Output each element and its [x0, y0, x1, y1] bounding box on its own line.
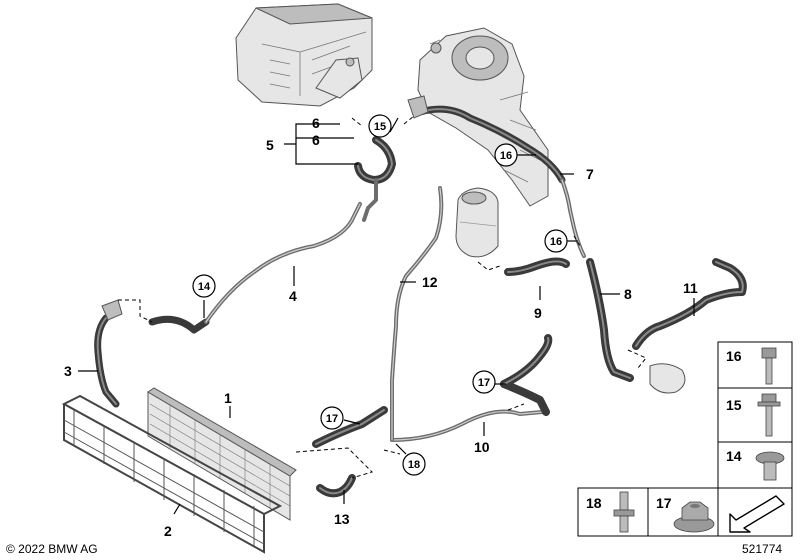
svg-text:18: 18	[408, 459, 420, 471]
callout-6-lower: 6	[312, 132, 320, 148]
circle-callout-14: 14	[192, 274, 216, 298]
legend-box-arrow	[717, 487, 793, 537]
circle-callout-15: 15	[368, 114, 392, 138]
coolant-line-12	[390, 186, 444, 442]
svg-text:14: 14	[198, 281, 211, 293]
circle-callout-18: 18	[402, 452, 426, 476]
svg-text:17: 17	[478, 377, 490, 389]
hose-13	[316, 474, 356, 498]
callout-5: 5	[266, 137, 274, 153]
legend-number: 15	[726, 397, 742, 413]
cooling-line-4	[148, 202, 362, 334]
svg-text:17: 17	[326, 413, 338, 425]
svg-text:16: 16	[550, 236, 562, 248]
callout-8: 8	[624, 286, 632, 302]
circle-callout-17-right: 17	[472, 370, 496, 394]
callout-9: 9	[534, 305, 542, 321]
callout-7: 7	[586, 166, 594, 182]
hose-11	[632, 258, 747, 394]
hose-3	[94, 299, 123, 408]
radiator	[147, 387, 297, 521]
legend-box-18: 18	[577, 487, 649, 537]
collar-screw-icon	[757, 393, 781, 437]
callout-13: 13	[334, 511, 350, 527]
hex-flange-nut-icon	[673, 501, 715, 533]
coolant-line-10	[390, 334, 553, 442]
direction-arrow-icon	[729, 495, 785, 533]
circle-callout-17-left: 17	[320, 406, 344, 430]
legend-number: 17	[656, 495, 672, 511]
radiator-frame	[61, 394, 283, 554]
image-number: 521774	[742, 542, 782, 556]
legend-box-15: 15	[717, 387, 793, 443]
coolant-pump-housing	[417, 27, 549, 207]
callout-6-upper: 6	[312, 115, 320, 131]
expansion-tank	[455, 187, 499, 258]
hose-9	[504, 257, 570, 276]
leader-lines	[78, 117, 695, 515]
electric-heater-unit	[235, 3, 373, 107]
callout-4: 4	[289, 288, 297, 304]
legend-number: 18	[586, 495, 602, 511]
legend-box-17: 17	[647, 487, 719, 537]
hose-5	[354, 136, 396, 222]
coolant-line-7	[407, 95, 586, 258]
callout-11: 11	[683, 280, 698, 296]
circle-callout-16-upper: 16	[494, 143, 518, 167]
legend-box-14: 14	[717, 441, 793, 489]
legend-box-16: 16	[717, 341, 793, 389]
dash-guides	[118, 115, 647, 479]
callout-2: 2	[164, 523, 172, 539]
callout-12: 12	[422, 274, 438, 290]
callout-1: 1	[224, 390, 232, 406]
legend-number: 14	[726, 448, 742, 464]
plastic-rivet-icon	[755, 451, 785, 481]
stud-bolt-icon	[613, 491, 635, 533]
coolant-hose-8	[586, 258, 634, 382]
callout-10: 10	[474, 439, 490, 455]
socket-head-screw-icon	[761, 347, 777, 385]
circle-callout-16-lower: 16	[544, 229, 568, 253]
svg-text:15: 15	[374, 121, 386, 133]
legend-number: 16	[726, 348, 742, 364]
hose-17-branch	[312, 406, 388, 448]
copyright-text: © 2022 BMW AG	[6, 542, 98, 556]
callout-3: 3	[64, 363, 72, 379]
svg-text:16: 16	[500, 150, 512, 162]
